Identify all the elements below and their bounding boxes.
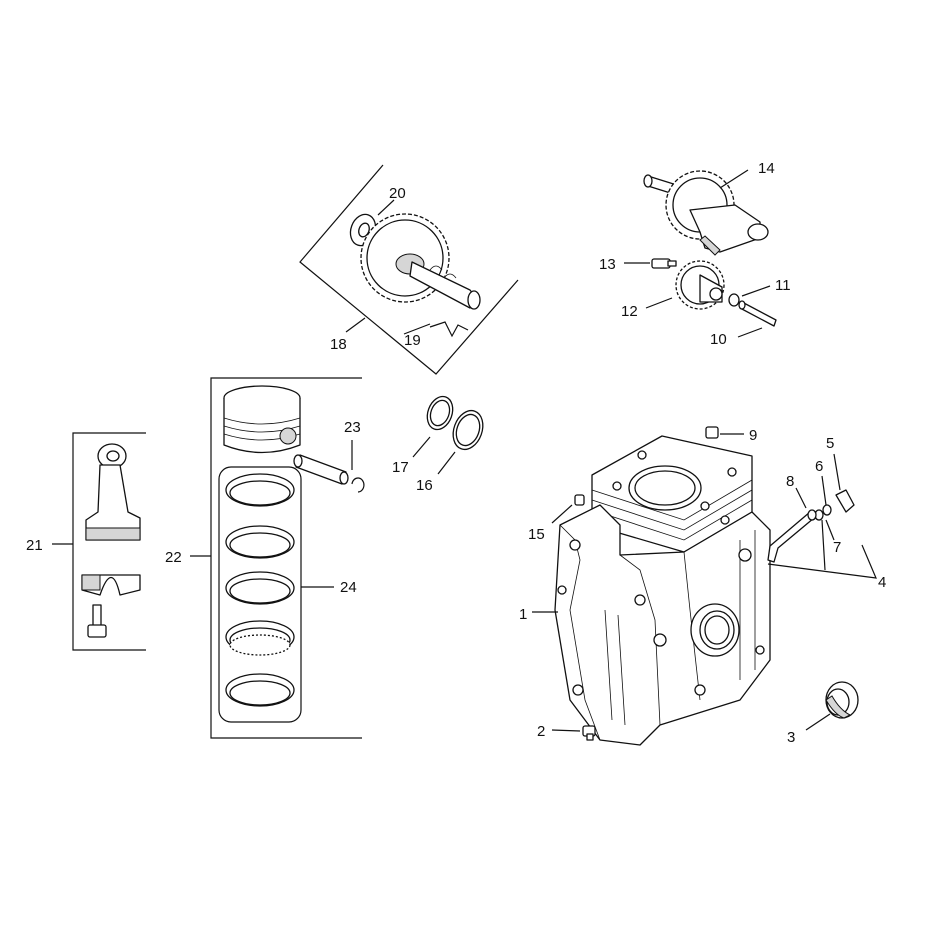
callout-9: 9 (749, 427, 757, 444)
crankcase-part (554, 435, 771, 746)
callout-15: 15 (528, 526, 545, 543)
callout-17: 17 (392, 459, 409, 476)
washer-17-part (426, 395, 454, 431)
camshaft-group (299, 164, 519, 375)
callout-14: 14 (758, 160, 775, 177)
bolt-13-part (651, 258, 677, 269)
callout-6: 6 (815, 458, 823, 475)
callout-labels: 1 2 3 4 5 6 7 8 9 10 11 12 13 14 15 16 1… (26, 160, 886, 746)
callout-4: 4 (878, 574, 886, 591)
callout-20: 20 (389, 185, 406, 202)
rod-bolt-part (87, 604, 107, 638)
rod-cap-part (81, 574, 141, 596)
piston-rings-part (225, 473, 295, 707)
oil-seal-part (825, 681, 859, 719)
governor-shaft-part (767, 509, 817, 563)
small-plug-part (705, 426, 719, 439)
washer-6-part (822, 504, 832, 516)
dowel-pin-part (574, 494, 585, 506)
callout-24: 24 (340, 579, 357, 596)
spring-19-part (429, 321, 469, 338)
connecting-rod-group (52, 432, 146, 651)
cam-gear-part (360, 213, 481, 310)
gasket-16-part (452, 409, 484, 451)
connecting-rod-part (85, 443, 141, 541)
balancer-gear-part (675, 260, 725, 310)
circlip-part (351, 477, 365, 493)
callout-10: 10 (710, 331, 727, 348)
callout-13: 13 (599, 256, 616, 273)
callout-7: 7 (833, 539, 841, 556)
callout-8: 8 (786, 473, 794, 490)
callout-3: 3 (787, 729, 795, 746)
crankshaft-group (624, 169, 777, 338)
callout-12: 12 (621, 303, 638, 320)
piston-group (190, 377, 365, 739)
governor-group (767, 453, 877, 579)
washer-11-part (728, 293, 740, 307)
callout-16: 16 (416, 477, 433, 494)
callout-22: 22 (165, 549, 182, 566)
callout-2: 2 (537, 723, 545, 740)
callout-23: 23 (344, 419, 361, 436)
callout-1: 1 (519, 606, 527, 623)
crankshaft-part (643, 170, 769, 256)
pin-10-part (738, 300, 777, 327)
callout-18: 18 (330, 336, 347, 353)
piston-part (223, 385, 301, 454)
crankcase-group (532, 426, 859, 746)
governor-lever-part (835, 489, 855, 513)
callout-21: 21 (26, 537, 43, 554)
callout-5: 5 (826, 435, 834, 452)
callout-11: 11 (775, 277, 791, 294)
piston-pin-part (293, 454, 349, 485)
drain-plug-part (582, 725, 596, 741)
callout-19: 19 (404, 332, 421, 349)
